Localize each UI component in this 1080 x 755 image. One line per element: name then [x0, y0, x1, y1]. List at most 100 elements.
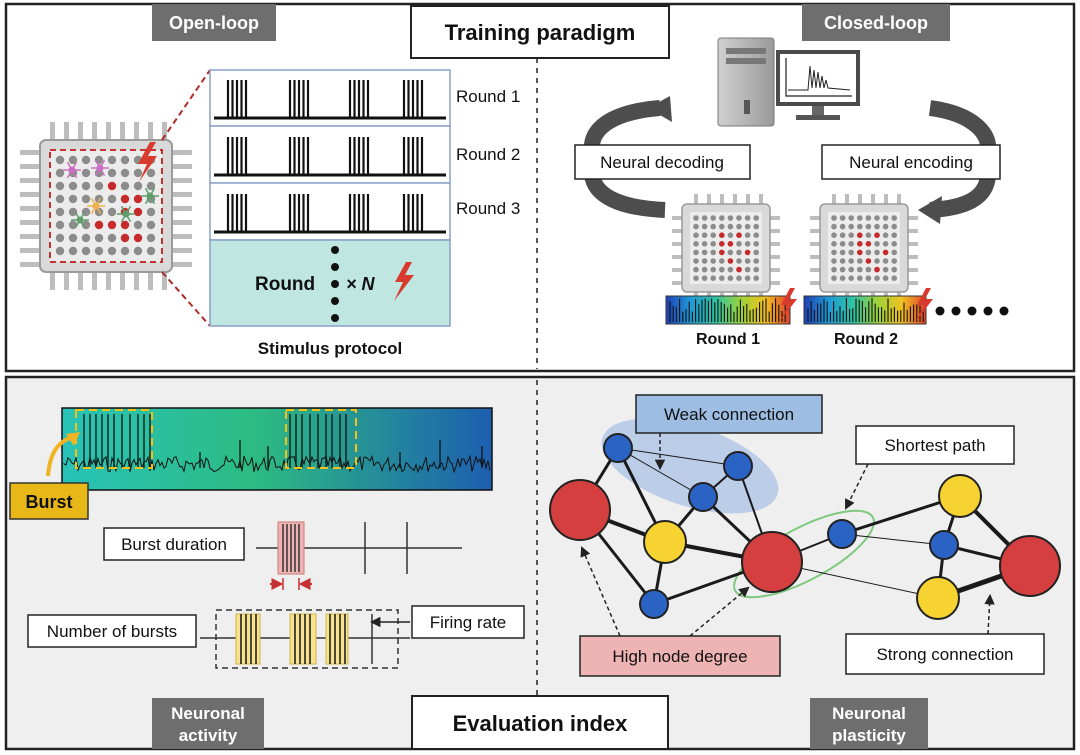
- closed-loop-round-1-label: Round 1: [696, 331, 760, 348]
- network-node: [999, 535, 1061, 597]
- electrode: [891, 249, 897, 256]
- neuron-icon: [91, 159, 109, 177]
- electrode: [744, 215, 751, 221]
- closed-loop-tag-label: Closed-loop: [824, 13, 928, 33]
- electrode: [719, 258, 725, 264]
- neural-decoding-label: Neural decoding: [600, 153, 724, 172]
- electrode: [693, 232, 699, 238]
- electrode: [882, 232, 889, 238]
- electrode: [831, 232, 837, 238]
- electrode: [831, 275, 837, 282]
- chip-pin: [906, 242, 918, 246]
- chip-pin: [170, 150, 192, 155]
- electrode: [701, 249, 708, 256]
- zoom-line-top: [161, 69, 211, 141]
- electrode: [120, 246, 130, 256]
- chip-pin: [720, 194, 724, 206]
- electrode: [55, 194, 65, 204]
- electrode: [94, 233, 104, 243]
- electrode: [94, 220, 104, 230]
- chip-pin: [707, 194, 711, 206]
- chip-pin: [20, 220, 42, 225]
- electrode: [94, 246, 104, 256]
- electrode: [68, 155, 78, 165]
- electrode: [146, 168, 156, 178]
- electrode: [831, 258, 837, 264]
- chip-pin: [106, 268, 111, 290]
- chip-pin: [768, 242, 780, 246]
- electrode: [146, 220, 156, 230]
- chip-pin: [64, 268, 69, 290]
- high-node-degree-label: High node degree: [612, 647, 747, 666]
- electrode: [736, 275, 742, 282]
- electrode: [857, 249, 863, 256]
- chip-pins: [20, 122, 192, 290]
- electrode: [865, 215, 872, 221]
- electrode: [81, 233, 91, 243]
- chip-pin: [64, 122, 69, 144]
- round-n-row: [209, 239, 451, 327]
- electrode: [133, 207, 143, 217]
- strong-connection-arrow: [984, 593, 995, 635]
- chip-pin: [768, 268, 780, 272]
- heat-bar-1-lightning-icon: [780, 288, 797, 321]
- electrode: [857, 275, 863, 282]
- electrode: [146, 207, 156, 217]
- electrode: [146, 246, 156, 256]
- electrode: [744, 232, 751, 238]
- chip-pin: [20, 262, 42, 267]
- heat-bar-round-1: [665, 295, 791, 325]
- electrode: [857, 232, 863, 238]
- heat-bar-round-2: [803, 295, 927, 325]
- electrode: [727, 266, 734, 273]
- electrode: [727, 249, 734, 256]
- chip-pin: [746, 194, 750, 206]
- network-node: [688, 482, 718, 512]
- top-panel: Training paradigm Open-loop Closed-loop …: [4, 2, 1076, 373]
- electrode: [727, 232, 734, 238]
- electrode: [68, 194, 78, 204]
- electrode: [839, 258, 846, 264]
- electrode: [120, 233, 130, 243]
- network-node: [929, 530, 959, 560]
- chip-pin: [672, 268, 684, 272]
- chip-pin: [884, 194, 888, 206]
- electrode: [701, 275, 708, 282]
- neuronal-activity-tag-line1: Neuronal: [171, 704, 245, 723]
- electrode: [882, 215, 889, 221]
- chip-pin: [170, 192, 192, 197]
- electrode: [693, 241, 699, 247]
- electrode: [753, 258, 759, 264]
- chip-pin: [906, 229, 918, 233]
- electrode: [107, 246, 117, 256]
- continuation-dots-icon: [935, 306, 1009, 316]
- neuronal-plasticity-tag: [810, 698, 928, 749]
- chip-pin: [906, 281, 918, 285]
- bottom-panel: Evaluation index Neuronal activity Neuro…: [4, 375, 1076, 751]
- chip-pin: [170, 178, 192, 183]
- electrode: [839, 215, 846, 221]
- electrode: [727, 223, 734, 230]
- electrode: [693, 275, 699, 282]
- shortest-path-arrow: [845, 463, 869, 510]
- network-node: [643, 520, 687, 564]
- electrode: [146, 233, 156, 243]
- zoom-line-bottom: [161, 271, 211, 327]
- shortest-path-box: [855, 425, 1015, 465]
- evaluation-index-title: Evaluation index: [453, 711, 629, 736]
- chip-pin: [733, 194, 737, 206]
- network-node: [938, 474, 982, 518]
- electrode: [710, 215, 716, 221]
- electrode: [891, 266, 897, 273]
- electrode: [848, 241, 854, 247]
- electrode: [865, 249, 872, 256]
- electrode: [81, 155, 91, 165]
- chip-pin: [20, 178, 42, 183]
- vertical-ellipsis-icon: [331, 246, 339, 322]
- chip-pin: [170, 220, 192, 225]
- electrode: [857, 215, 863, 221]
- electrode: [107, 181, 117, 191]
- chip-pin: [906, 216, 918, 220]
- electrode: [55, 168, 65, 178]
- burst-pointer-arrowhead: [66, 432, 80, 446]
